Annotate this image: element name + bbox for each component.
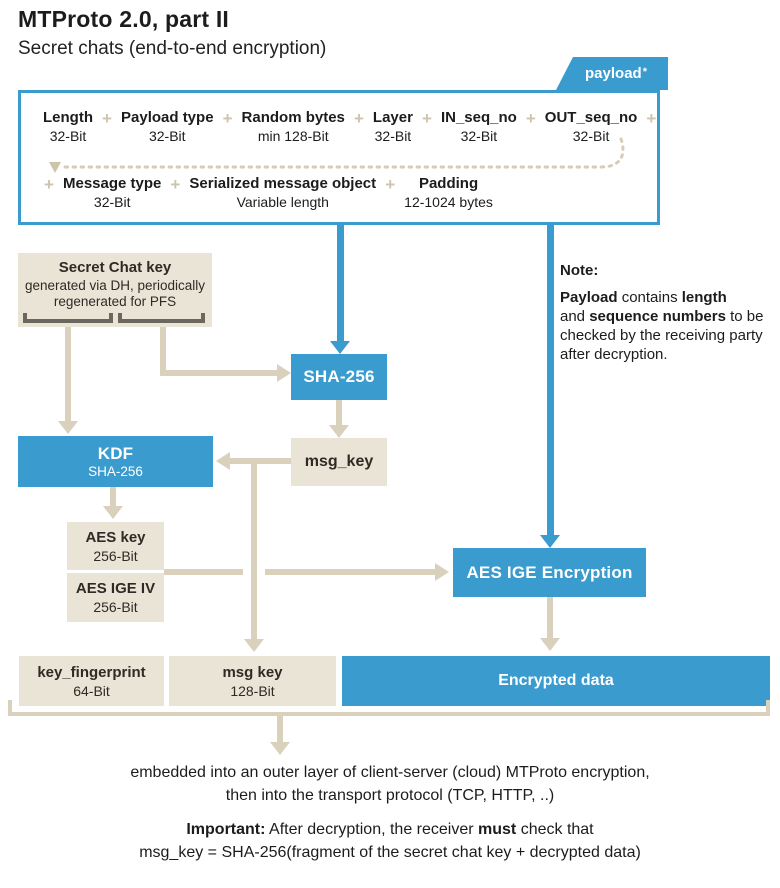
- encrypted-data-box: Encrypted data: [342, 656, 770, 706]
- plus-icon: +: [353, 109, 364, 128]
- footer-line-2: then into the transport protocol (TCP, H…: [225, 787, 555, 804]
- arrowhead-key-to-kdf: [58, 421, 78, 434]
- plus-icon: +: [421, 109, 432, 128]
- arrow-sha256-to-msgkey: [336, 400, 342, 427]
- arrow-msgkey-to-kdf: [230, 458, 291, 464]
- plus-icon: +: [385, 175, 396, 194]
- arrowhead-payload-to-aes-ige: [540, 535, 560, 548]
- arrow-key-to-sha256-horizontal: [160, 370, 277, 376]
- arrow-bracket-down: [277, 716, 283, 744]
- payload-tab: payload*: [556, 57, 668, 90]
- arrowhead-msgkey-to-kdf: [216, 452, 230, 470]
- plus-icon: +: [222, 109, 233, 128]
- arrow-aesige-to-encrypted: [547, 597, 553, 639]
- secret-chat-key-title: Secret Chat key: [58, 259, 172, 276]
- arrowhead-aeskey-to-aesige: [435, 563, 449, 581]
- key-fragment-bracket-right: [118, 313, 205, 323]
- arrowhead-payload-to-sha256: [330, 341, 350, 354]
- secret-chat-key-box: Secret Chat key generated via DH, period…: [18, 253, 212, 327]
- plus-icon: +: [525, 109, 536, 128]
- page-title: MTProto 2.0, part II: [18, 6, 230, 32]
- plus-icon: +: [170, 175, 181, 194]
- arrow-aeskey-to-aesige-seg1: [164, 569, 243, 575]
- payload-tab-label: payload: [585, 65, 642, 82]
- arrow-aeskey-to-aesige-seg2: [265, 569, 435, 575]
- arrow-payload-to-aes-ige: [547, 225, 554, 537]
- note-heading: Note:: [560, 262, 599, 279]
- msg-key-out-box: msg key 128-Bit: [169, 656, 336, 706]
- aes-ige-encryption-box: AES IGE Encryption: [453, 548, 646, 597]
- aes-ige-iv-box: AES IGE IV 256-Bit: [67, 573, 164, 622]
- formula-line: msg_key = SHA-256(fragment of the secret…: [139, 844, 641, 861]
- payload-tab-asterisk: *: [642, 65, 647, 78]
- important-line: Important: After decryption, the receive…: [186, 821, 594, 838]
- secret-chat-key-desc: generated via DH, periodically regenerat…: [24, 278, 206, 309]
- note-body: Payload contains length and sequence num…: [560, 289, 764, 363]
- outer-layer-bracket: [8, 700, 770, 716]
- payload-wrap-dotted-connector: [49, 137, 625, 173]
- key-fingerprint-box: key_fingerprint 64-Bit: [19, 656, 164, 706]
- msg-key-box: msg_key: [291, 438, 387, 486]
- arrow-payload-to-sha256: [337, 225, 344, 342]
- arrowhead-kdf-to-aeskey: [103, 506, 123, 519]
- plus-icon: +: [102, 109, 112, 128]
- arrowhead-bracket-down: [270, 742, 290, 755]
- plus-icon: +: [646, 109, 657, 128]
- footer-line-1: embedded into an outer layer of client-s…: [130, 764, 650, 781]
- important-label: Important:: [186, 821, 266, 838]
- arrowhead-key-to-sha256: [277, 364, 291, 382]
- aes-key-box: AES key 256-Bit: [67, 522, 164, 570]
- kdf-box: KDF SHA-256: [18, 436, 213, 487]
- plus-icon: +: [44, 175, 54, 194]
- key-fragment-bracket-left: [23, 313, 113, 323]
- arrow-kdf-to-aeskey: [110, 487, 116, 507]
- arrow-key-to-kdf: [65, 327, 71, 422]
- note-block: Note: Payload contains length and sequen…: [560, 262, 780, 364]
- dotted-arrowhead: [49, 162, 61, 173]
- page-subtitle: Secret chats (end-to-end encryption): [18, 38, 327, 59]
- arrowhead-msgkey-to-msgkey-out: [244, 639, 264, 652]
- arrowhead-aesige-to-encrypted: [540, 638, 560, 651]
- arrowhead-sha256-to-msgkey: [329, 425, 349, 438]
- sha256-box: SHA-256: [291, 354, 387, 400]
- arrow-msgkey-to-msgkey-out: [251, 458, 257, 640]
- arrow-key-to-sha256-vertical: [160, 327, 166, 376]
